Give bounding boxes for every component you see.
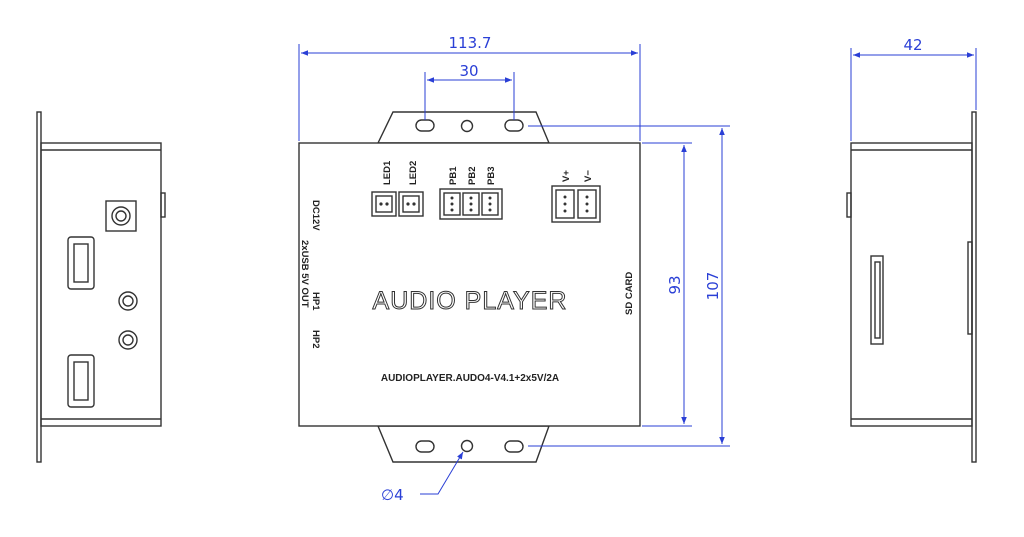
left-side-view bbox=[36, 111, 166, 463]
led2-connector-icon bbox=[398, 191, 424, 217]
pb2-label: PB2 bbox=[467, 167, 478, 185]
power-output-connector-icon bbox=[551, 185, 601, 223]
left-enclosure-side bbox=[40, 142, 162, 427]
sd-card-slot-icon bbox=[870, 255, 884, 345]
headphone-jack-icon bbox=[118, 330, 138, 350]
headphone-jack-icon bbox=[118, 291, 138, 311]
hole-diameter-label: ∅4 bbox=[381, 486, 404, 504]
round-hole-icon bbox=[460, 439, 474, 453]
vplus-label: V+ bbox=[561, 170, 572, 182]
front-view: LED1 LED2 PB1 PB2 PB3 V+ V− DC12V 2xUSB … bbox=[298, 111, 641, 463]
slot-hole-icon bbox=[504, 440, 524, 453]
hp2-label: HP2 bbox=[310, 330, 321, 348]
usb-port-icon bbox=[67, 236, 95, 290]
led2-label: LED2 bbox=[408, 161, 419, 185]
pb1-label: PB1 bbox=[448, 166, 459, 185]
model-label: AUDIOPLAYER.AUDO4-V4.1+2x5V/2A bbox=[381, 373, 559, 384]
right-side-view bbox=[846, 111, 977, 463]
left-side-tab bbox=[160, 192, 166, 218]
led1-connector-icon bbox=[371, 191, 397, 217]
product-title: AUDIO PLAYER bbox=[373, 287, 568, 315]
pb-connector-icon bbox=[439, 188, 503, 220]
sd-card-label: SD CARD bbox=[624, 272, 635, 315]
right-enclosure-side bbox=[850, 142, 973, 427]
bottom-mount-ear bbox=[376, 425, 550, 463]
overall-height-dimension-label: 107 bbox=[704, 272, 722, 301]
dimensions: 113.7 30 42 93 107 ∅4 bbox=[298, 34, 977, 504]
slot-hole-icon bbox=[415, 440, 435, 453]
hole-spacing-dimension-label: 30 bbox=[459, 62, 478, 80]
vminus-label: V− bbox=[583, 170, 594, 182]
dc-jack-icon bbox=[105, 200, 137, 232]
dc12v-label: DC12V bbox=[310, 200, 321, 231]
width-dimension-label: 113.7 bbox=[449, 34, 492, 52]
hp1-label: HP1 bbox=[310, 292, 321, 311]
usb-out-label: 2xUSB 5V OUT bbox=[299, 240, 310, 308]
round-hole-icon bbox=[460, 119, 474, 133]
led1-label: LED1 bbox=[382, 160, 393, 185]
body-height-dimension-label: 93 bbox=[666, 275, 684, 294]
usb-port-icon bbox=[67, 354, 95, 408]
pb3-label: PB3 bbox=[486, 167, 497, 185]
depth-dimension-label: 42 bbox=[903, 36, 922, 54]
